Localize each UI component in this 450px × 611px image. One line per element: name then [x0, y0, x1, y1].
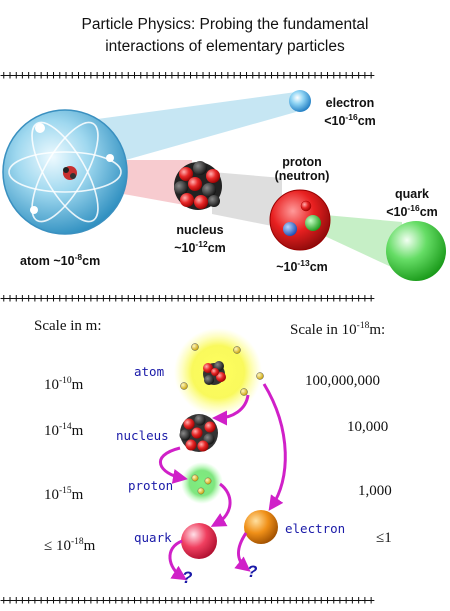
- arrow-nucleus-to-proton: [158, 446, 188, 484]
- atom-bottom-icon: [174, 328, 264, 416]
- nucleus-top-label: nucleus ~10-12cm: [160, 223, 240, 255]
- left-scale-nucleus: 10-14m: [44, 422, 84, 439]
- arrow-electron-to-unknown: [234, 532, 251, 572]
- quark-bottom-icon: [181, 523, 217, 559]
- electron-top-size: <10-16cm: [324, 112, 376, 128]
- nucleus-top-name: nucleus: [176, 223, 224, 237]
- left-scale-quark: ≤ 10-18m: [44, 537, 96, 554]
- quark-top-size: <10-16cm: [386, 203, 438, 219]
- left-scale-header: Scale in m:: [34, 318, 102, 334]
- separator-top: ++++++++++++++++++++++++++++++++++++++++…: [0, 69, 375, 81]
- electron-unknown-mark: ?: [247, 562, 258, 581]
- arrow-atom-to-electron: [262, 383, 287, 511]
- proton-top-icon: [269, 189, 331, 251]
- quark-bottom-label: quark: [134, 530, 172, 545]
- beam-proton-quark: [314, 214, 402, 272]
- left-scale-proton: 10-15m: [44, 486, 84, 503]
- beam-nucleus-proton: [212, 172, 282, 228]
- quark-top-label: quark <10-16cm: [376, 187, 448, 219]
- electron-top-label: electron <10-16cm: [315, 96, 385, 128]
- right-scale-proton: 1,000: [358, 483, 392, 499]
- page-title: Particle Physics: Probing the fundamenta…: [0, 14, 450, 58]
- proton-top-size: ~10-13cm: [276, 258, 328, 274]
- nucleus-top-icon: [174, 161, 222, 210]
- proton-top-label: proton (neutron): [262, 155, 342, 183]
- right-scale-header: Scale in 10-18m:: [290, 321, 386, 338]
- separator-middle: ++++++++++++++++++++++++++++++++++++++++…: [0, 292, 375, 304]
- electron-bottom-label: electron: [285, 521, 346, 536]
- left-scale-atom: 10-10m: [44, 376, 84, 393]
- title-line-1: Particle Physics: Probing the fundamenta…: [81, 16, 369, 33]
- quark-unknown-mark: ?: [182, 568, 193, 587]
- proton-top-name: proton: [282, 155, 322, 169]
- atom-top-icon: [2, 109, 128, 235]
- separator-bottom: ++++++++++++++++++++++++++++++++++++++++…: [0, 594, 375, 606]
- electron-bottom-icon: [244, 510, 278, 544]
- arrow-quark-to-unknown: [168, 539, 188, 581]
- proton-bottom-icon: [181, 462, 223, 504]
- beam-atom-electron: [90, 92, 296, 170]
- atom-bottom-label: atom: [134, 364, 165, 379]
- electron-top-icon: [289, 90, 311, 112]
- quark-top-icon: [386, 221, 446, 281]
- atom-top-label: atom ~10-8cm: [20, 252, 101, 268]
- nucleus-bottom-icon: [179, 414, 218, 452]
- right-scale-quark: ≤1: [376, 530, 392, 546]
- quark-top-name: quark: [394, 187, 430, 201]
- arrow-atom-to-nucleus: [212, 394, 250, 426]
- arrow-proton-to-quark: [210, 482, 232, 527]
- nucleus-bottom-label: nucleus: [116, 428, 169, 443]
- proton-top-alt: (neutron): [274, 169, 330, 183]
- title-line-2: interactions of elementary particles: [105, 38, 345, 55]
- right-scale-nucleus: 10,000: [347, 419, 389, 435]
- nucleus-top-size: ~10-12cm: [174, 239, 226, 255]
- right-scale-atom: 100,000,000: [305, 373, 380, 389]
- electron-top-name: electron: [325, 96, 375, 110]
- proton-bottom-label: proton: [128, 478, 174, 493]
